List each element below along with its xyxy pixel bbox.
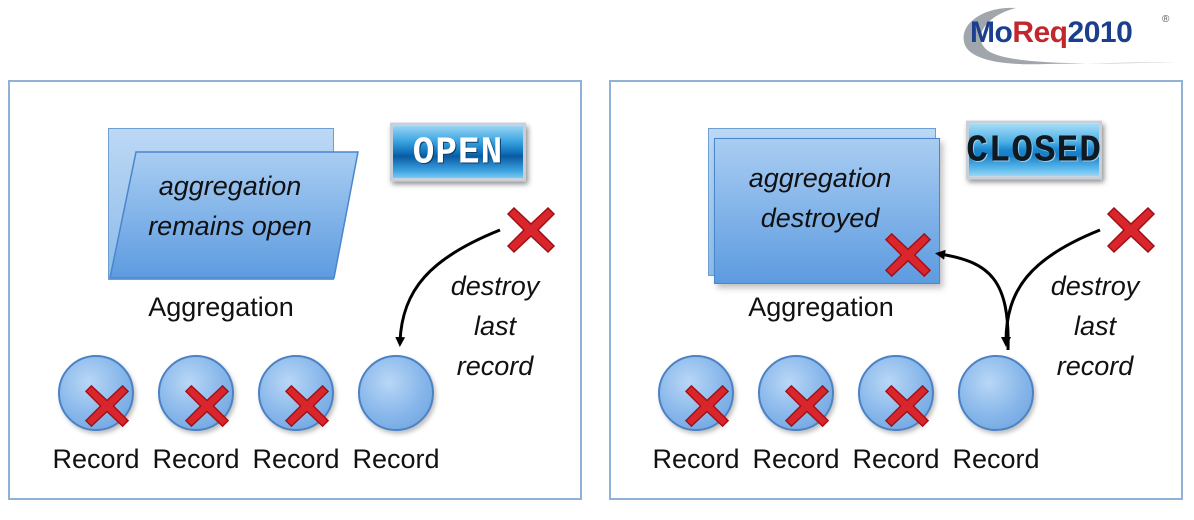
record-label-2: Record — [152, 444, 240, 474]
record-label-4: Record — [952, 444, 1040, 474]
aggregation-folder-open-icon — [109, 151, 359, 279]
record-circle-4 — [358, 355, 434, 431]
aggregation-destroyed-text: aggregation destroyed — [748, 163, 892, 233]
record-label-3: Record — [252, 444, 340, 474]
destroyed-x-icon — [184, 384, 230, 428]
destroy-x-icon — [506, 206, 556, 254]
aggregation-label: Aggregation — [748, 292, 894, 322]
aggregation-label: Aggregation — [148, 292, 294, 322]
moreq2010-logo: MoReq2010 ® — [956, 2, 1186, 68]
destroyed-x-icon — [684, 384, 730, 428]
record-label-2: Record — [752, 444, 840, 474]
destroyed-x-icon — [84, 384, 130, 428]
record-label-1: Record — [52, 444, 140, 474]
record-label-4: Record — [352, 444, 440, 474]
logo-text: MoReq2010 — [970, 16, 1133, 49]
aggregation-destroyed-x-icon — [884, 232, 932, 278]
closed-status-badge: CLOSED — [966, 120, 1102, 180]
destroyed-x-icon — [884, 384, 930, 428]
logo-swoosh-icon — [963, 7, 1176, 65]
record-label-1: Record — [652, 444, 740, 474]
open-status-badge: OPEN — [390, 122, 526, 182]
destroyed-x-icon — [284, 384, 330, 428]
aggregation-open-text: aggregation remains open — [148, 171, 312, 241]
destroyed-x-icon — [784, 384, 830, 428]
destroy-last-record-text: destroy last record — [1050, 271, 1140, 381]
record-circle-4 — [958, 355, 1034, 431]
logo-registered-mark: ® — [1162, 14, 1170, 25]
record-label-3: Record — [852, 444, 940, 474]
destroy-last-record-text: destroy last record — [450, 271, 540, 381]
destroy-x-icon — [1106, 206, 1156, 254]
